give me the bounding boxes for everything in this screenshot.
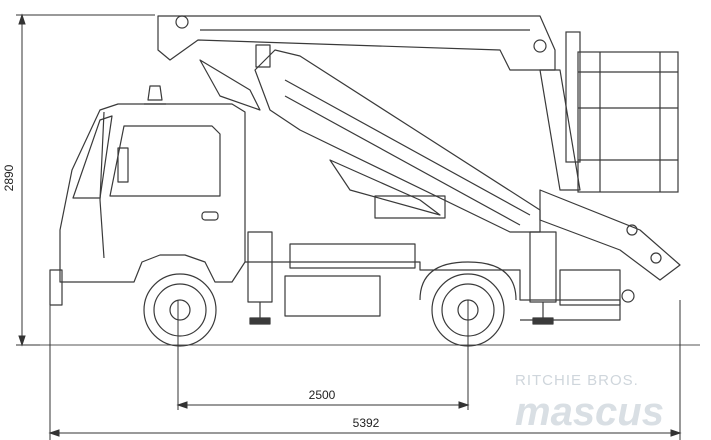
frame-box — [289, 243, 416, 269]
wheelbase-label: 2500 — [309, 388, 336, 402]
beacon-light — [147, 85, 163, 101]
cab — [59, 103, 246, 283]
rear-boom-section — [539, 189, 681, 281]
mirror — [117, 147, 129, 183]
watermark-logo: mascus — [515, 390, 664, 434]
height-label: 2890 — [2, 164, 16, 191]
storage-box — [559, 269, 621, 306]
watermark-brand: RITCHIE BROS. — [515, 372, 639, 389]
length-label: 5392 — [353, 416, 380, 430]
rear-outrigger — [529, 231, 557, 325]
fuel-tank — [284, 275, 381, 317]
mast-cap — [255, 44, 271, 68]
watermark: RITCHIE BROS. mascus — [515, 372, 664, 434]
front-bumper — [49, 269, 63, 306]
side-window — [109, 125, 221, 197]
front-outrigger — [247, 231, 273, 325]
rear-wheel — [431, 273, 505, 347]
hydraulic-cylinder — [539, 69, 581, 191]
upper-boom — [157, 15, 556, 71]
length-dimension — [48, 300, 682, 440]
front-wheel — [143, 273, 217, 347]
wheelbase-dimension — [176, 300, 470, 410]
hitch — [621, 289, 635, 303]
height-dimension — [16, 13, 155, 347]
platform-basket — [565, 31, 679, 193]
lower-boom — [254, 49, 541, 233]
door-handle — [201, 211, 219, 221]
turret — [374, 195, 446, 219]
link-arm — [199, 59, 261, 111]
boom-assembly — [157, 15, 681, 281]
windshield — [72, 115, 113, 199]
chassis — [245, 261, 621, 321]
truck — [49, 85, 635, 347]
